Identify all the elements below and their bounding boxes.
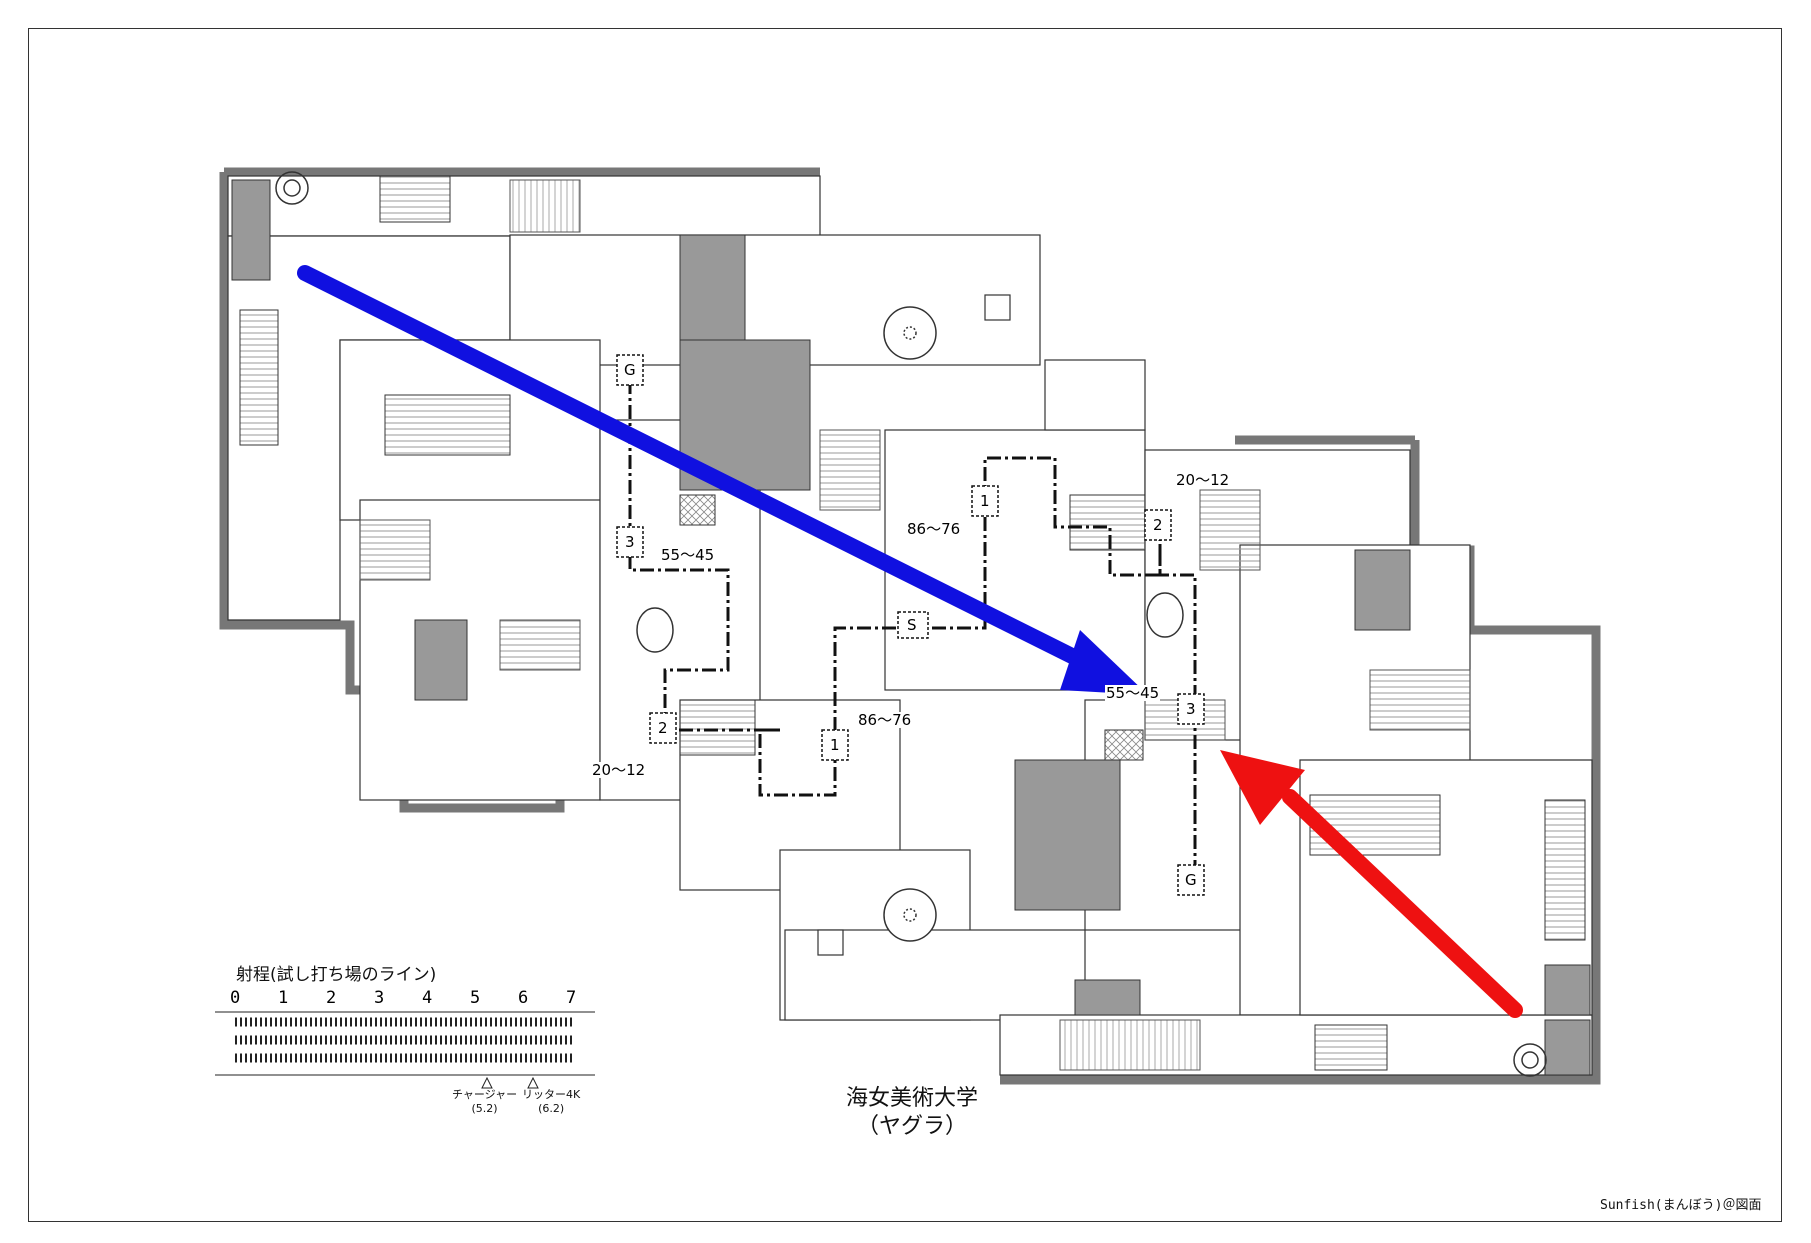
range-86-76-left: 86～76 xyxy=(857,711,913,729)
checkpoint-2-left: 2 xyxy=(657,719,669,737)
range-55-45-left: 55～45 xyxy=(660,546,716,564)
legend-tick: 5 xyxy=(470,988,481,1008)
range-86-76-right: 86～76 xyxy=(906,520,962,538)
checkpoint-3-right: 3 xyxy=(1185,700,1197,718)
checkpoint-boxes xyxy=(616,354,1205,896)
checkpoint-3-left: 3 xyxy=(624,533,636,551)
checkpoint-2-right: 2 xyxy=(1152,516,1164,534)
legend-tick: 7 xyxy=(566,988,577,1008)
map-frame xyxy=(28,28,1782,1222)
legend-tick: 6 xyxy=(518,988,529,1008)
checkpoint-1-right: 1 xyxy=(979,492,991,510)
spawn-points xyxy=(275,171,1547,1077)
blue-arrow xyxy=(297,265,1148,695)
legend-marker-value: (5.2) xyxy=(471,1102,498,1115)
legend-tick: 3 xyxy=(374,988,385,1008)
checkpoint-g-top: G xyxy=(623,361,637,379)
checkpoint-g-bottom: G xyxy=(1184,871,1198,889)
map-title-line2: （ヤグラ） xyxy=(856,1114,967,1139)
legend-tick: 0 xyxy=(230,988,241,1008)
legend-marker-name: チャージャー xyxy=(452,1088,518,1101)
stairs xyxy=(359,179,1471,1071)
legend-marker-charger: チャージャー (5.2) xyxy=(452,1088,517,1116)
checkpoint-1-left: 1 xyxy=(829,736,841,754)
legend-tick: 4 xyxy=(422,988,433,1008)
map-title: 海女美術大学 （ヤグラ） xyxy=(832,1085,992,1141)
legend-title: 射程(試し打ち場のライン) xyxy=(236,965,437,985)
legend-tick: 1 xyxy=(278,988,289,1008)
range-ruler xyxy=(215,1011,595,1089)
red-arrow xyxy=(1220,750,1523,1018)
trees xyxy=(636,306,1184,942)
legend-marker-ritter: リッター4K (6.2) xyxy=(522,1088,580,1116)
legend-marker-value: (6.2) xyxy=(538,1102,565,1115)
credit-text: Sunfish(まんぼう)＠図面 xyxy=(1600,1198,1762,1213)
legend-marker-name: リッター4K xyxy=(522,1088,581,1101)
tower-route-right xyxy=(1158,520,1197,880)
map-title-line1: 海女美術大学 xyxy=(845,1086,978,1111)
range-20-12-right: 20～12 xyxy=(1175,471,1231,489)
small-boxes xyxy=(817,294,1011,956)
crate-left xyxy=(679,494,716,526)
raised-blocks xyxy=(231,179,1591,1076)
legend-tick: 2 xyxy=(326,988,337,1008)
crate-right xyxy=(1104,729,1144,761)
range-20-12-left: 20～12 xyxy=(591,761,647,779)
checkpoint-s: S xyxy=(906,616,918,634)
range-55-45-right: 55～45 xyxy=(1105,684,1161,702)
